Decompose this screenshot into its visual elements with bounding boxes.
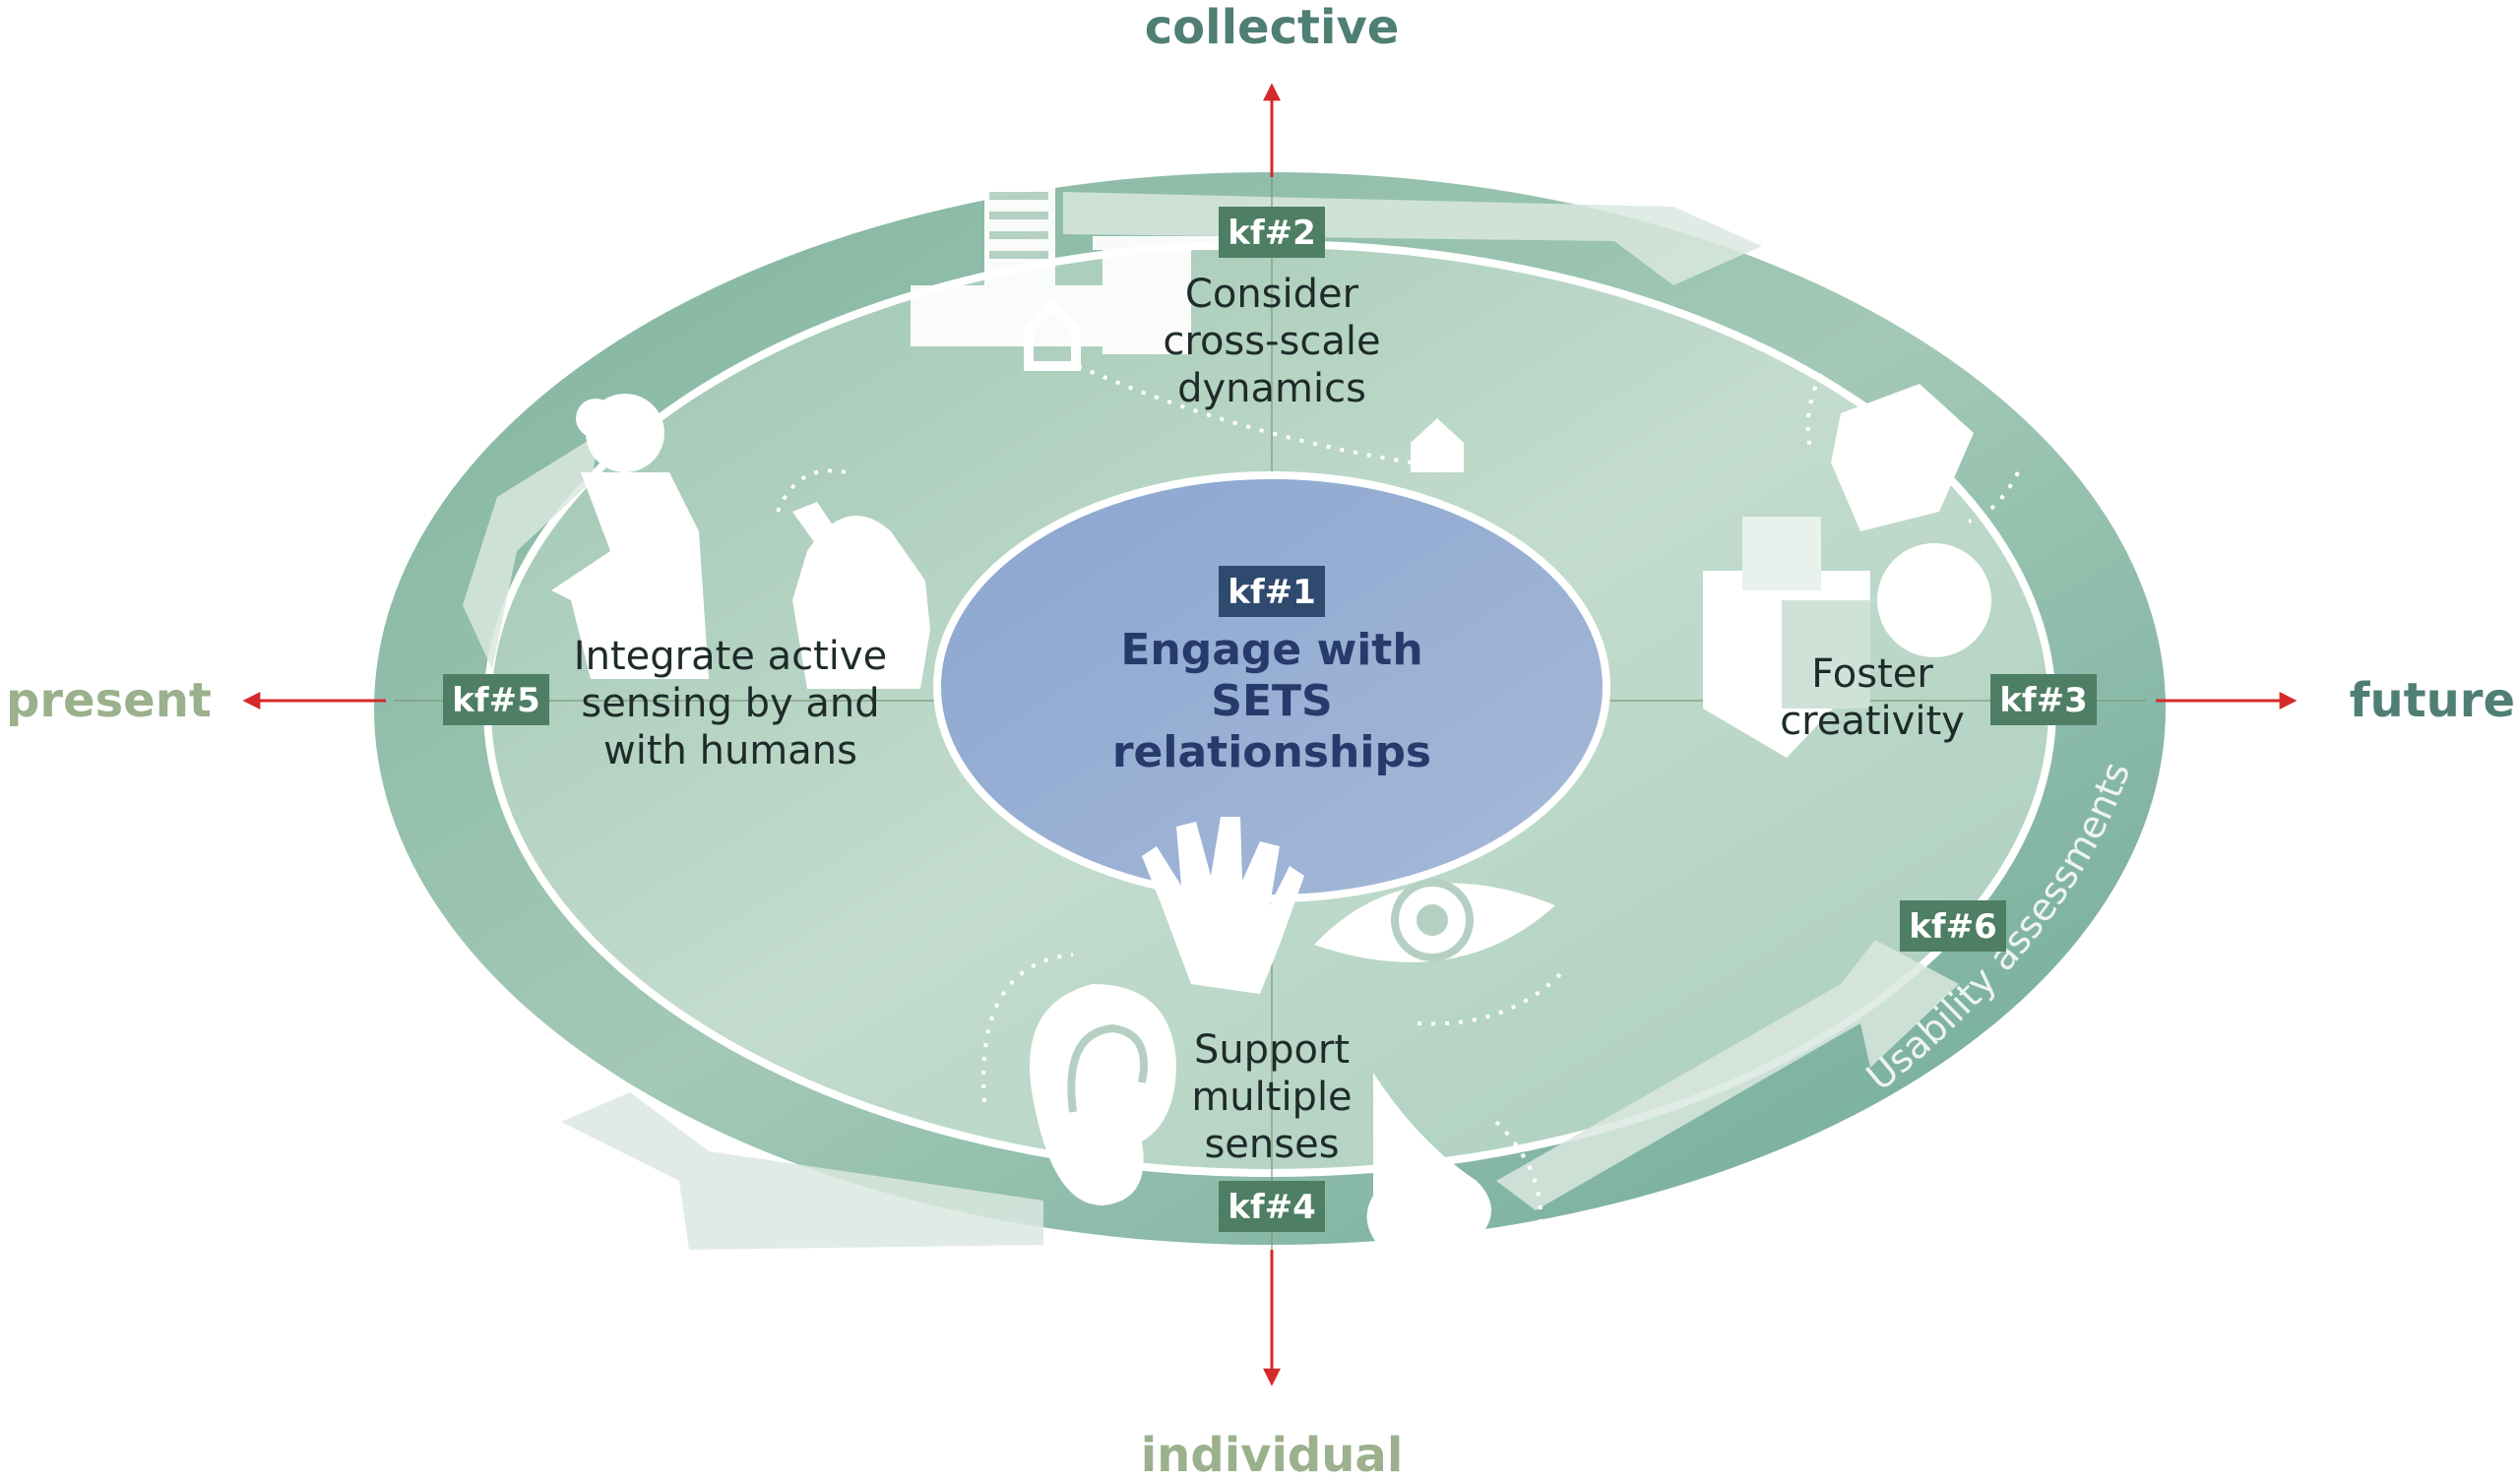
svg-text:kf#5: kf#5 (452, 681, 540, 720)
svg-text:Integrate active: Integrate active (574, 634, 887, 679)
axis-label-right: future (2350, 673, 2515, 728)
svg-text:senses: senses (1204, 1122, 1339, 1167)
svg-text:cross-scale: cross-scale (1163, 319, 1380, 364)
blocks-icon (1703, 384, 1991, 758)
dotted-connector (1494, 1120, 1543, 1251)
svg-text:dynamics: dynamics (1177, 366, 1366, 411)
svg-text:creativity: creativity (1780, 699, 1965, 744)
house-icon (1024, 297, 1081, 371)
svg-text:sensing by and: sensing by and (581, 681, 879, 726)
svg-text:kf#1: kf#1 (1228, 573, 1316, 612)
kf5-text: Integrate active sensing by and with hum… (574, 634, 887, 773)
dotted-connector (1417, 972, 1562, 1026)
svg-text:Engage with: Engage with (1120, 625, 1422, 675)
dotted-connector (776, 468, 848, 513)
kf3-text: Foster creativity (1780, 651, 1965, 744)
kf1-text: Engage with SETS relationships (1112, 625, 1431, 777)
person-icon (551, 394, 930, 689)
kf6-badge: kf#6 (1900, 900, 2006, 952)
kf4-badge: kf#4 (1219, 1181, 1325, 1232)
kf1-badge: kf#1 (1219, 566, 1325, 617)
svg-text:SETS: SETS (1211, 676, 1332, 726)
svg-text:kf#6: kf#6 (1909, 907, 1997, 947)
dotted-connector (1077, 364, 1412, 464)
nose-icon (1366, 1073, 1491, 1245)
kf5-badge: kf#5 (443, 674, 549, 725)
svg-text:kf#3: kf#3 (1999, 681, 2088, 720)
house-icon (1411, 418, 1464, 472)
axis-label-left: present (6, 673, 212, 728)
svg-text:Foster: Foster (1811, 651, 1933, 697)
kf4-text: Support multiple senses (1191, 1027, 1352, 1167)
svg-text:Support: Support (1194, 1027, 1350, 1073)
svg-text:with humans: with humans (603, 728, 857, 773)
svg-text:Consider: Consider (1185, 272, 1359, 317)
dotted-connector (1805, 373, 1823, 454)
center-ellipse (933, 471, 1610, 902)
kf2-badge: kf#2 (1219, 207, 1325, 258)
hand-icon (1142, 817, 1304, 994)
ear-icon (1030, 984, 1176, 1205)
kf2-text: Consider cross-scale dynamics (1163, 272, 1380, 411)
svg-text:kf#2: kf#2 (1228, 214, 1316, 253)
svg-text:relationships: relationships (1112, 727, 1431, 777)
kf3-badge: kf#3 (1990, 674, 2097, 725)
svg-text:kf#4: kf#4 (1228, 1188, 1316, 1227)
axis-label-bottom: individual (1141, 1428, 1404, 1481)
svg-text:multiple: multiple (1191, 1075, 1352, 1120)
eye-icon (1314, 879, 1555, 962)
axis-label-top: collective (1145, 0, 1400, 55)
